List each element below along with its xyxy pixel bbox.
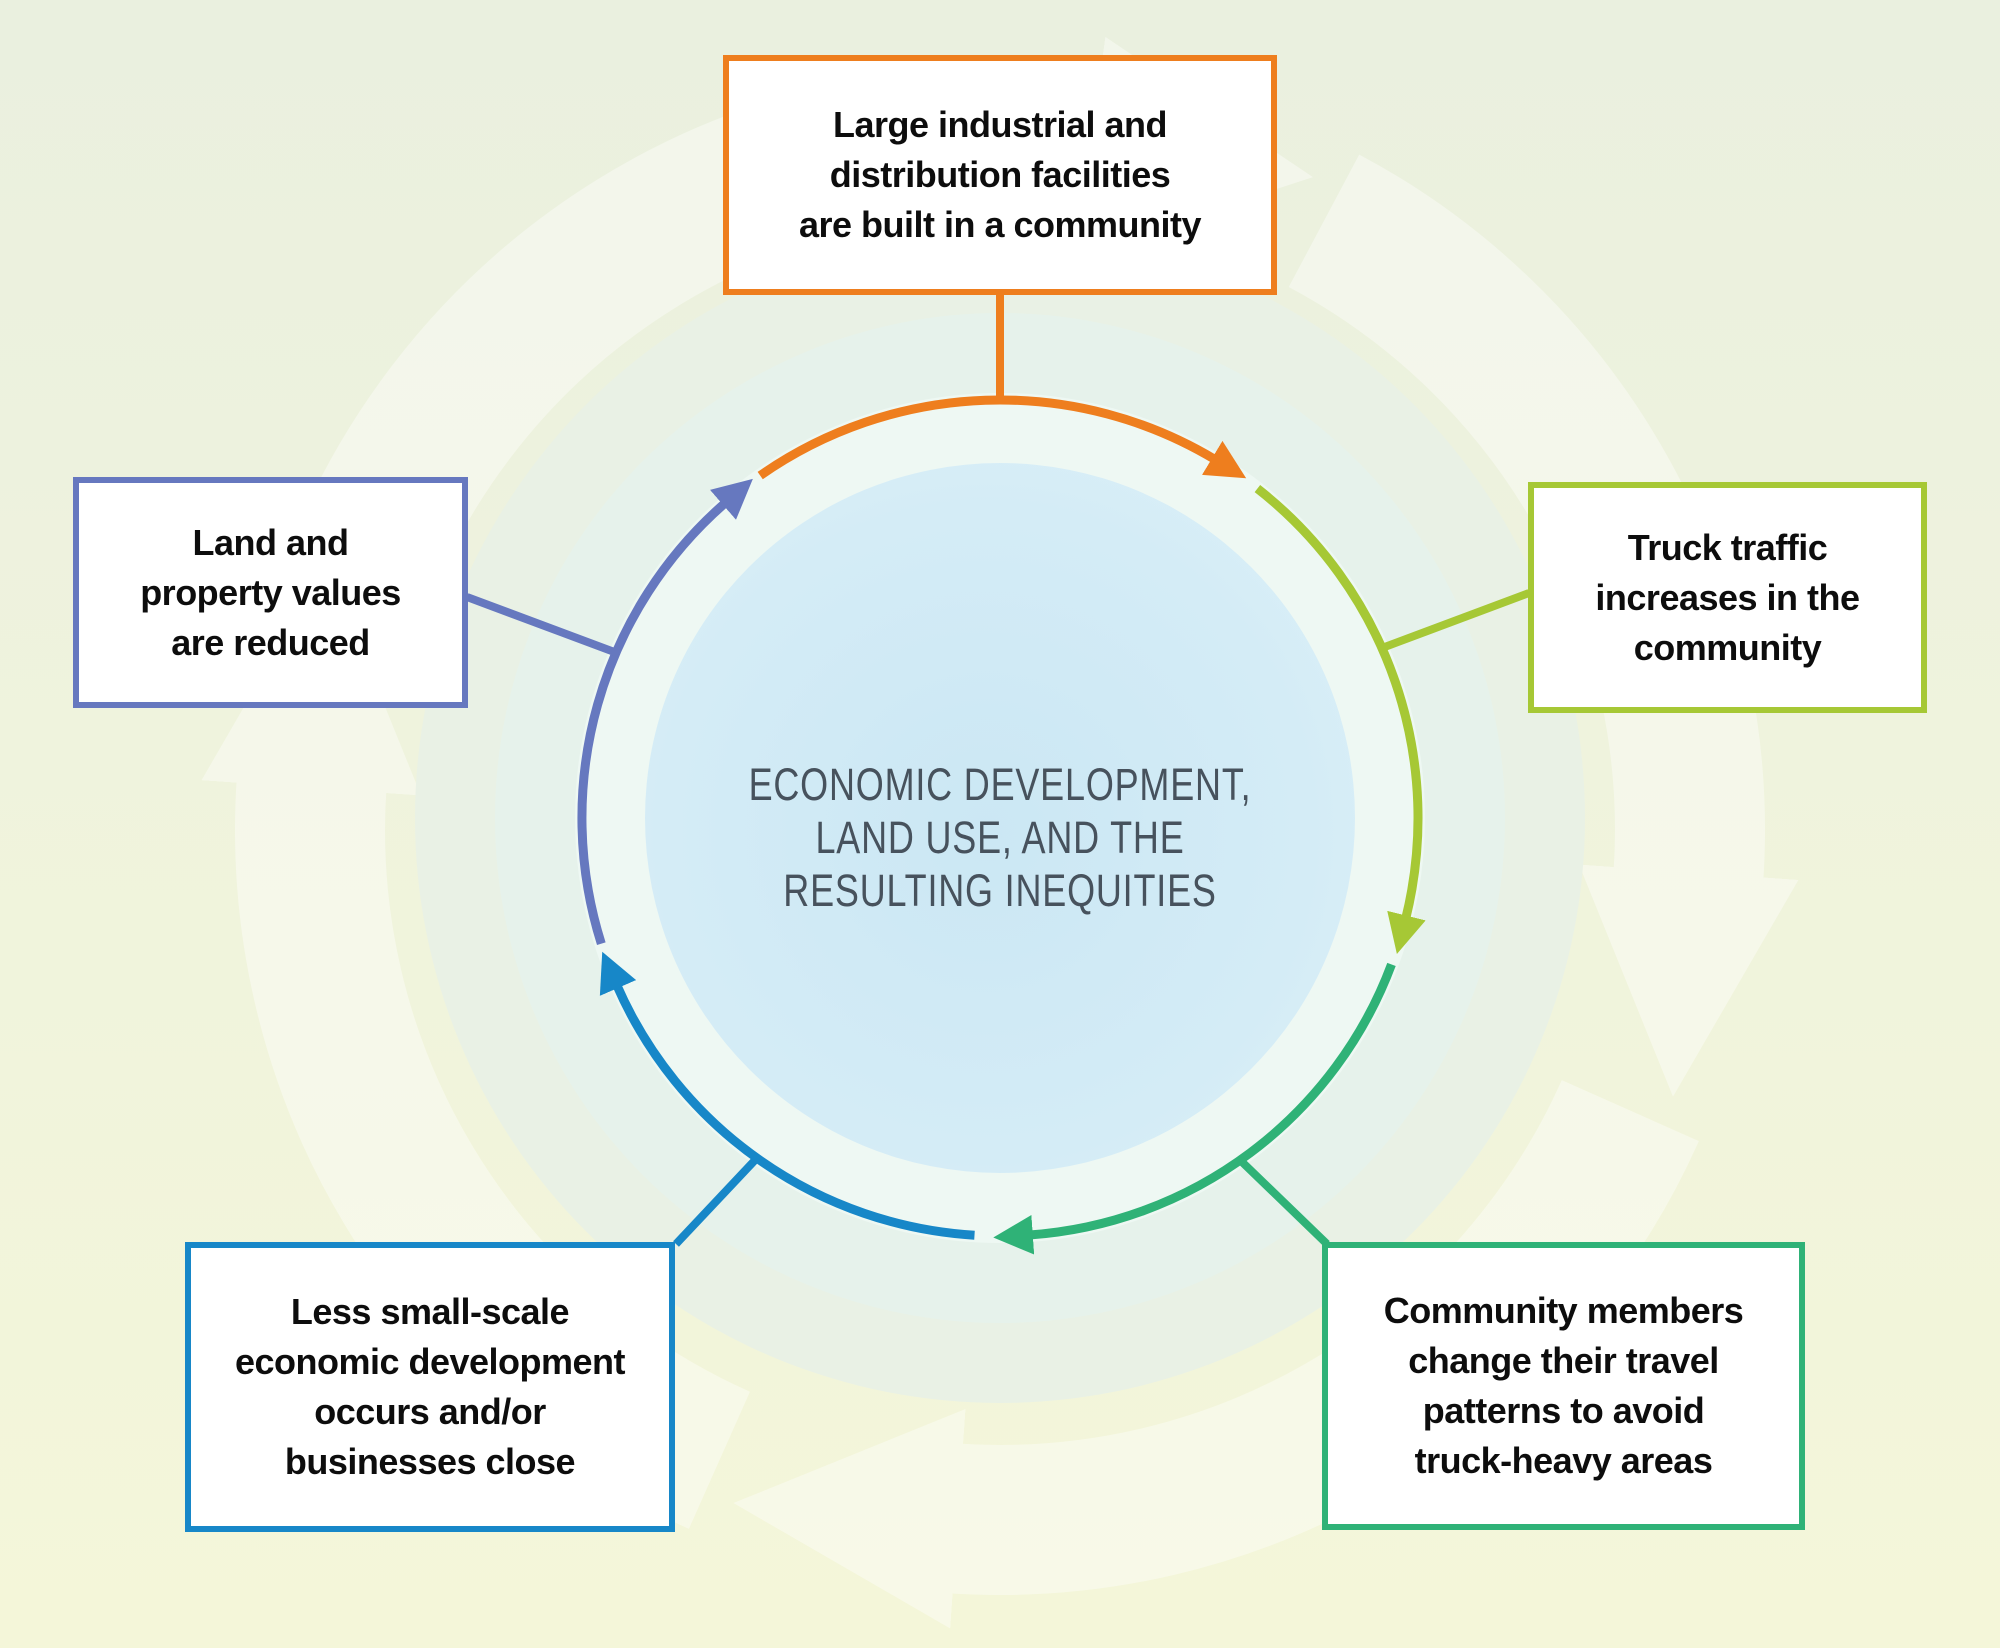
box-travel-patterns: Community members change their travel pa… [1322, 1242, 1805, 1530]
box-truck-traffic: Truck traffic increases in the community [1528, 482, 1927, 713]
box-less-development: Less small-scale economic development oc… [185, 1242, 675, 1532]
box-less-development-label: Less small-scale economic development oc… [234, 1291, 626, 1482]
connector-right-box [1380, 589, 1531, 652]
box-industrial-facilities: Large industrial and distribution facili… [723, 55, 1277, 295]
connector-bottom-right-box [1237, 1157, 1330, 1247]
arc-travel-patterns [993, 962, 1396, 1255]
box-connectors [465, 294, 1531, 1247]
arc-less-development [599, 951, 975, 1240]
connector-bottom-left-box [673, 1155, 760, 1247]
box-industrial-facilities-label: Large industrial and distribution facili… [798, 104, 1202, 245]
connector-left-box [465, 593, 619, 657]
center-title-text: ECONOMIC DEVELOPMENT, LAND USE, AND THE … [748, 758, 1252, 916]
box-travel-patterns-label: Community members change their travel pa… [1383, 1290, 1744, 1481]
arc-property-values [577, 478, 753, 946]
center-title: ECONOMIC DEVELOPMENT, LAND USE, AND THE … [680, 756, 1320, 918]
cycle-arcs [577, 395, 1426, 1255]
box-truck-traffic-label: Truck traffic increases in the community [1595, 526, 1860, 668]
box-property-values: Land and property values are reduced [73, 477, 468, 708]
arc-facilities [757, 395, 1247, 480]
inner-circle [645, 463, 1355, 1173]
box-property-values-label: Land and property values are reduced [140, 521, 401, 663]
arc-truck-traffic [1254, 485, 1426, 955]
